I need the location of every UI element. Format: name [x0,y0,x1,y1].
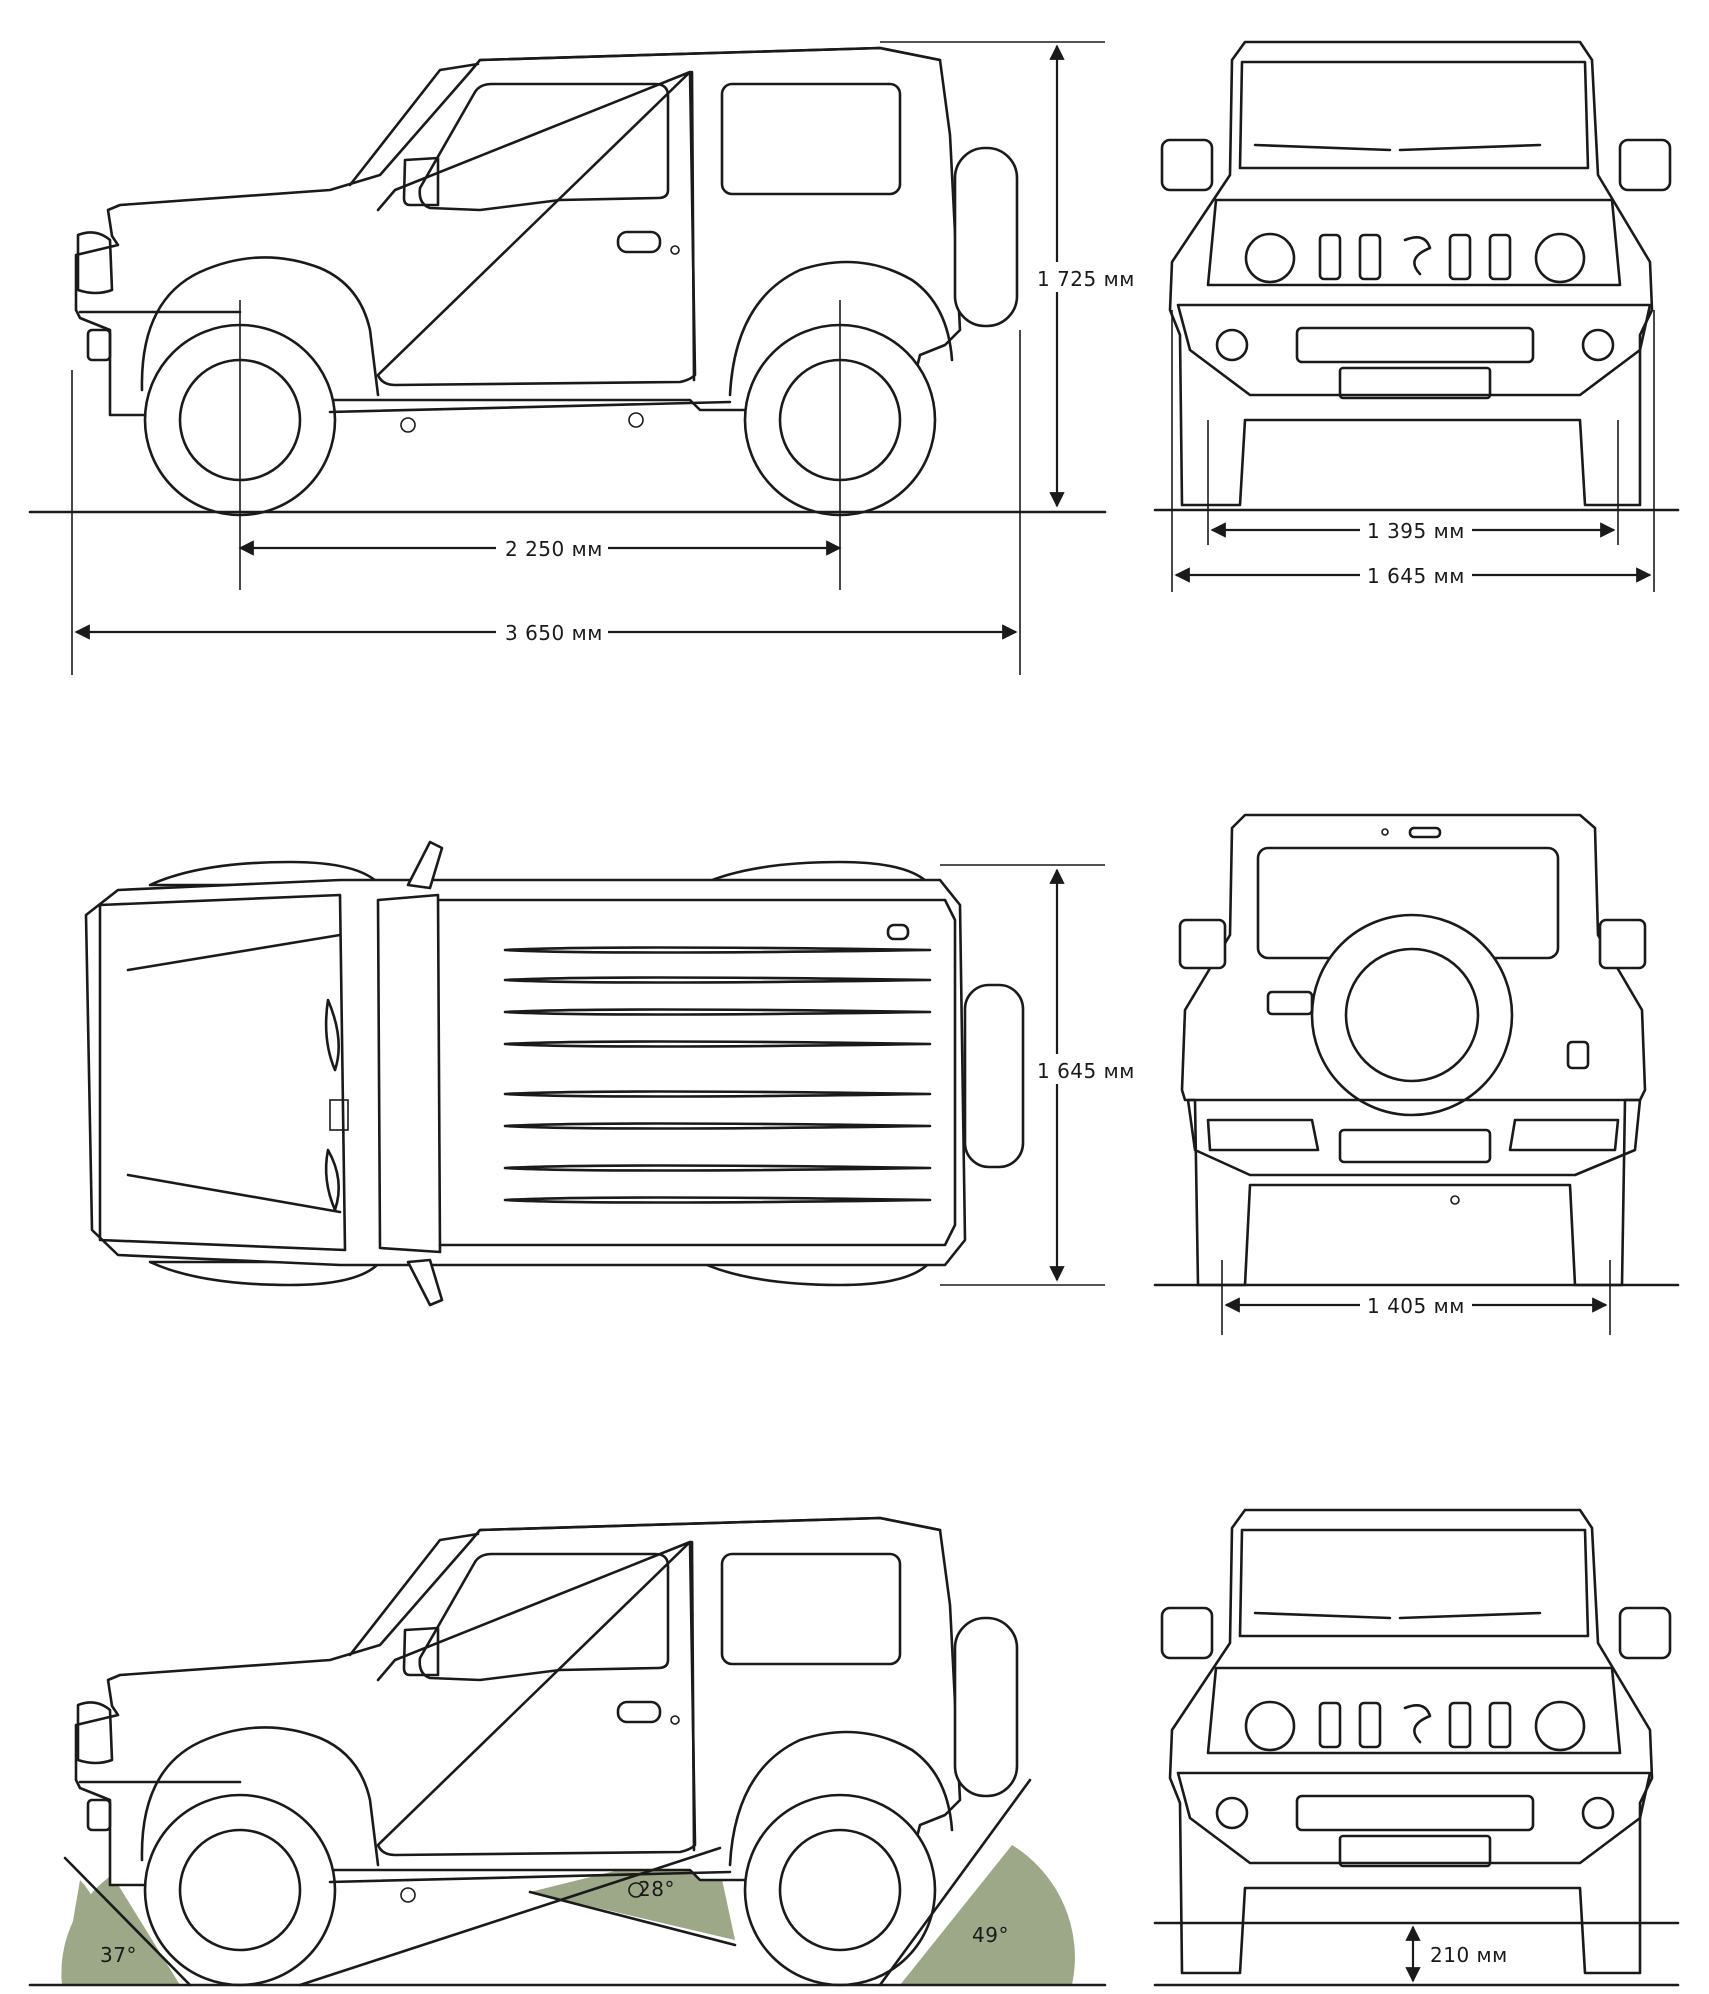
front-track-label: 1 395 мм [1367,519,1465,543]
side-view: 1 725 мм 2 250 мм 3 650 мм [28,41,1140,675]
length-label: 3 650 мм [505,621,603,645]
angles-side-view: 37° 28° 49° [28,1516,1107,1987]
approach-angle-label: 37° [100,1943,137,1967]
height-label: 1 725 мм [1037,267,1135,291]
clearance-front-view: 210 мм [1153,1508,1680,1987]
rear-view: 1 405 мм [1153,813,1680,1335]
front-width-label: 1 645 мм [1367,564,1465,588]
ground-clearance-label: 210 мм [1430,1943,1508,1967]
top-view: 1 645 мм [84,840,1142,1307]
departure-angle-label: 49° [972,1923,1009,1947]
roof-ribs [503,946,932,1204]
front-view: 1 395 мм 1 645 мм [1153,40,1680,592]
departure-angle-area [900,1845,1075,1985]
rear-track-label: 1 405 мм [1367,1294,1465,1318]
breakover-angle-label: 28° [638,1877,675,1901]
top-width-label: 1 645 мм [1037,1059,1135,1083]
wheelbase-label: 2 250 мм [505,537,603,561]
